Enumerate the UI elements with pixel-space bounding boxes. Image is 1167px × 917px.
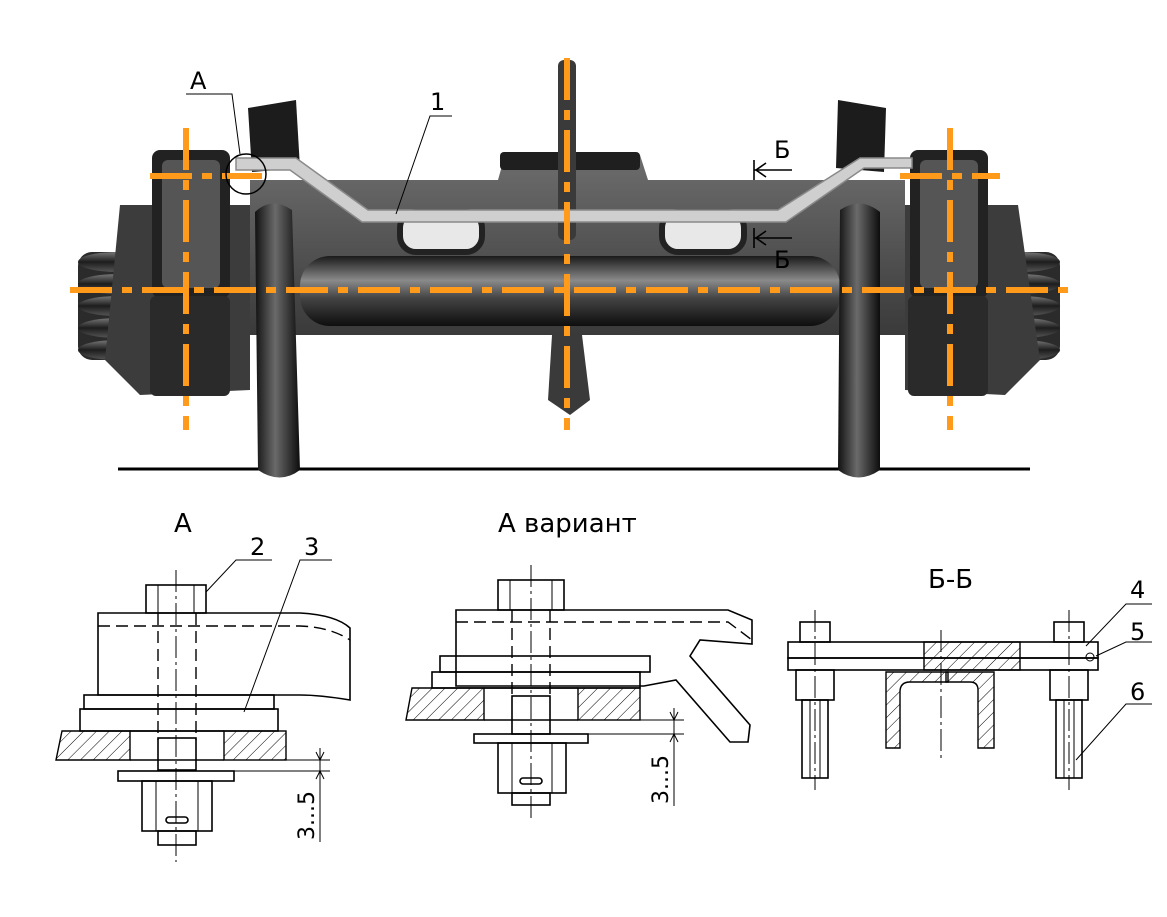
bar-av bbox=[455, 609, 753, 743]
leader-6 bbox=[1075, 703, 1152, 761]
support-right-a bbox=[223, 730, 287, 761]
view-a-variant: А вариант 3...5 bbox=[405, 509, 753, 822]
view-a-title: А bbox=[174, 509, 192, 539]
axis-lines bbox=[70, 58, 1075, 430]
callout-4: 4 bbox=[1130, 576, 1145, 604]
leader-3 bbox=[243, 559, 332, 713]
leader-4 bbox=[1085, 603, 1152, 647]
nut-av bbox=[497, 742, 567, 794]
leader-2 bbox=[205, 559, 272, 593]
bracket-right bbox=[836, 100, 886, 172]
section-bb-title: Б-Б bbox=[928, 565, 973, 595]
section-mark-top: Б bbox=[753, 136, 792, 180]
channel-right-bb bbox=[945, 671, 995, 749]
leader-1 bbox=[395, 115, 452, 215]
callout-5: 5 bbox=[1130, 618, 1145, 646]
leader-5 bbox=[1095, 641, 1152, 657]
callout-6: 6 bbox=[1130, 678, 1145, 706]
safety-bar bbox=[235, 157, 913, 223]
bar-bb-hatched bbox=[923, 641, 1021, 671]
view-a: А 2 3 bbox=[55, 509, 351, 862]
section-b-bottom: Б bbox=[774, 246, 790, 274]
callout-2: 2 bbox=[250, 533, 265, 561]
view-a-marker: А bbox=[190, 67, 207, 95]
channel-left-bb bbox=[885, 671, 949, 749]
section-b-top: Б bbox=[774, 136, 790, 164]
view-a-variant-title: А вариант bbox=[498, 509, 637, 539]
leader-a bbox=[186, 93, 241, 155]
bogie-illustration: А 1 Б Б bbox=[70, 58, 1075, 478]
support-left-av bbox=[405, 687, 485, 721]
support-left-a bbox=[55, 730, 131, 761]
detail-circle-a bbox=[225, 153, 267, 195]
section-bb: Б-Б 4 5 6 bbox=[787, 565, 1152, 790]
support-right-av bbox=[577, 687, 641, 721]
plate-av bbox=[439, 655, 651, 673]
callout-1: 1 bbox=[430, 88, 445, 116]
section-mark-bottom: Б bbox=[753, 228, 792, 274]
callout-3: 3 bbox=[304, 533, 319, 561]
wheel-left bbox=[255, 203, 300, 478]
axlebox-left bbox=[150, 150, 230, 396]
dim-gap-av: 3...5 bbox=[649, 755, 674, 804]
dim-gap-a: 3...5 bbox=[295, 791, 320, 840]
bracket-left bbox=[248, 100, 300, 172]
bar-a bbox=[97, 612, 351, 701]
wheel-right bbox=[838, 203, 880, 478]
